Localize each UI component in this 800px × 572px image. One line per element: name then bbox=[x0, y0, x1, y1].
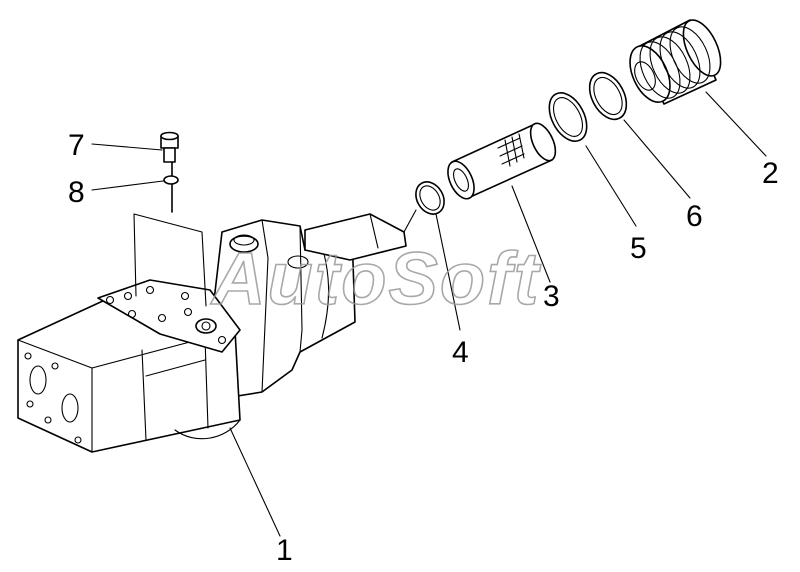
watermark-text: AutoSoft bbox=[210, 237, 542, 320]
callout-1: 1 bbox=[276, 534, 293, 567]
callout-5: 5 bbox=[630, 232, 647, 265]
part-5-oring bbox=[548, 92, 588, 142]
callout-4: 4 bbox=[452, 336, 469, 369]
part-3-filter bbox=[447, 122, 557, 200]
part-4-oring bbox=[415, 181, 445, 215]
callout-7: 7 bbox=[68, 129, 85, 162]
callout-3: 3 bbox=[543, 280, 560, 313]
callout-numbers: 1 2 3 4 5 6 7 8 bbox=[68, 129, 779, 567]
part-8-small-oring bbox=[163, 175, 179, 185]
part-1-housing bbox=[17, 213, 407, 453]
callout-2: 2 bbox=[762, 157, 779, 190]
leader-lines bbox=[91, 91, 767, 537]
part-2-plug bbox=[629, 19, 722, 105]
part-6-backup-ring bbox=[588, 71, 628, 121]
callout-6: 6 bbox=[686, 200, 703, 233]
part-7-bolt bbox=[160, 131, 179, 213]
callout-8: 8 bbox=[68, 176, 85, 209]
